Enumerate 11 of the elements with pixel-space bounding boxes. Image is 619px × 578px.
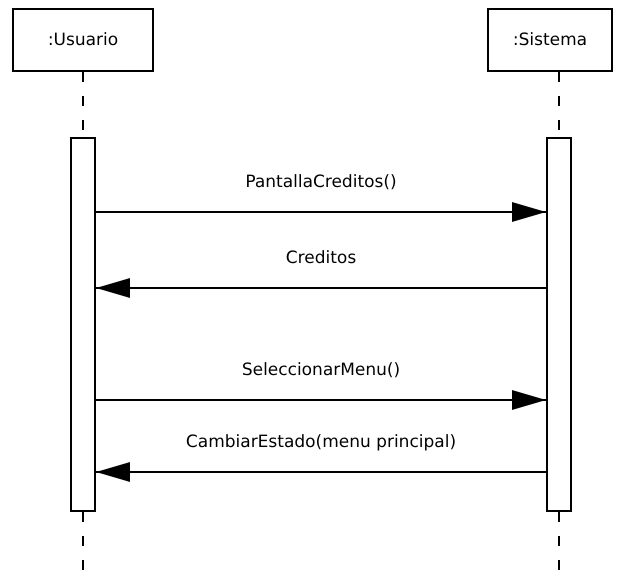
lifeline-head-box: :Usuario: [12, 8, 154, 72]
activation-bar: [70, 137, 96, 512]
activation-bar: [546, 137, 572, 512]
message-arrow: [96, 462, 546, 482]
message-arrow: [96, 278, 546, 298]
message-arrow: [96, 390, 546, 410]
message-label: PantallaCreditos(): [245, 172, 397, 192]
lifeline-head-box: :Sistema: [487, 8, 613, 72]
message-arrow: [96, 202, 546, 222]
message-label: SeleccionarMenu(): [242, 360, 400, 380]
message-label: CambiarEstado(menu principal): [186, 432, 456, 452]
